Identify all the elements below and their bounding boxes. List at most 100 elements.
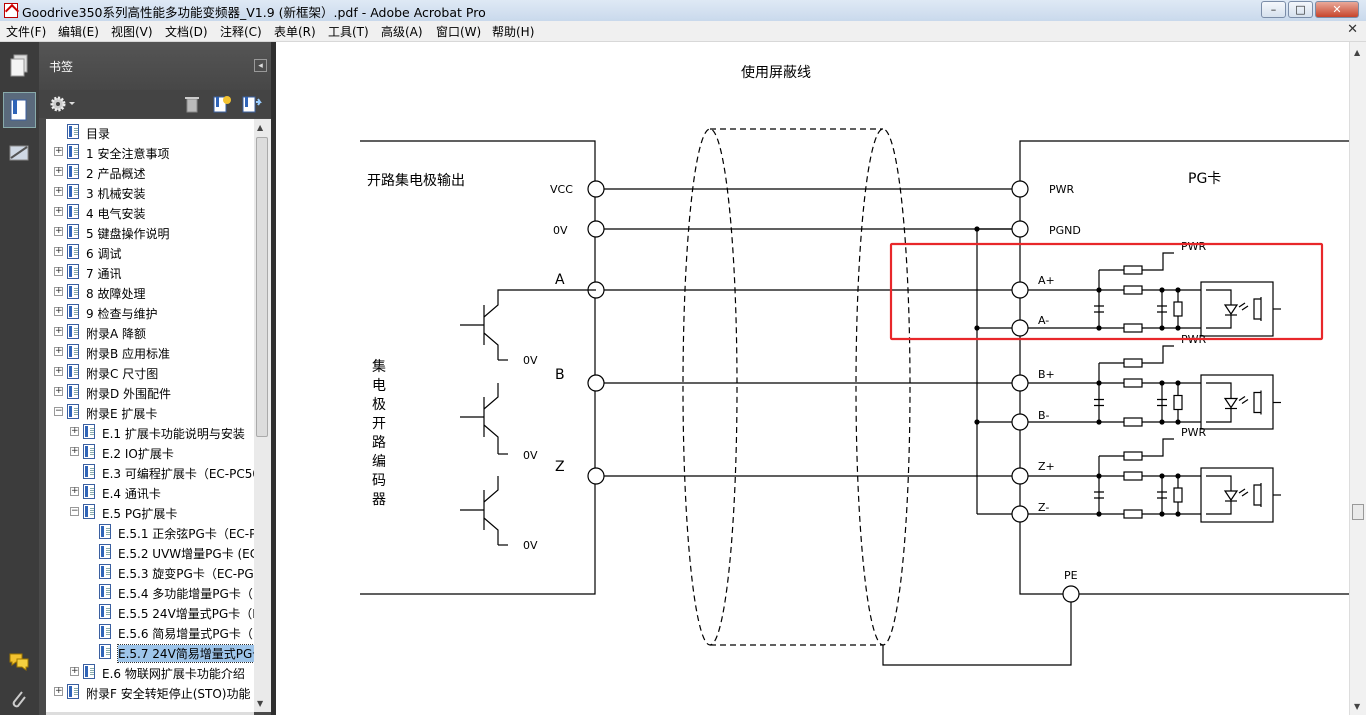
bookmark-item[interactable]: + E.1 扩展卡功能说明与安装 — [46, 422, 254, 442]
expand-icon[interactable]: + — [54, 186, 63, 196]
scroll-down-icon[interactable]: ▼ — [257, 699, 264, 708]
expand-icon[interactable]: + — [54, 266, 63, 276]
minimize-button[interactable]: – — [1261, 1, 1286, 18]
menu-help[interactable]: 帮助(H) — [492, 25, 535, 39]
expand-icon[interactable]: + — [70, 666, 79, 676]
expand-icon[interactable]: + — [54, 306, 63, 316]
bookmark-label[interactable]: 9 检查与维护 — [86, 307, 158, 321]
scroll-up-icon[interactable]: ▲ — [257, 123, 264, 132]
pages-icon[interactable] — [8, 54, 30, 78]
doc-scroll-up-icon[interactable]: ▲ — [1354, 48, 1361, 57]
panel-splitter[interactable] — [271, 42, 276, 715]
bookmark-item[interactable]: +6 调试 — [46, 242, 254, 262]
bookmark-label[interactable]: 4 电气安装 — [86, 207, 146, 221]
close-document-icon[interactable]: ✕ — [1347, 22, 1358, 37]
menu-forms[interactable]: 表单(R) — [274, 25, 316, 39]
bookmark-label[interactable]: 6 调试 — [86, 247, 122, 261]
bookmark-item[interactable]: E.5.3 旋变PG卡（EC-PG504 — [46, 562, 254, 582]
bookmark-label[interactable]: E.5.1 正余弦PG卡（EC-PG — [118, 527, 254, 541]
bookmark-label[interactable]: E.5 PG扩展卡 — [102, 507, 178, 521]
bookmark-label[interactable]: E.5.5 24V增量式PG卡（EC- — [118, 607, 254, 621]
bookmark-label[interactable]: 附录E 扩展卡 — [86, 407, 158, 421]
expand-icon[interactable]: + — [54, 346, 63, 356]
menu-view[interactable]: 视图(V) — [111, 25, 153, 39]
bookmark-item[interactable]: + 附录F 安全转矩停止(STO)功能 — [46, 682, 254, 702]
bookmark-label[interactable]: E.3 可编程扩展卡（EC-PC502 — [102, 467, 254, 481]
attachments-icon[interactable] — [8, 688, 30, 712]
bookmark-item[interactable]: + 附录B 应用标准 — [46, 342, 254, 362]
bookmark-label[interactable]: 7 通讯 — [86, 267, 122, 281]
bookmark-item[interactable]: + E.6 物联网扩展卡功能介绍 — [46, 662, 254, 682]
bookmark-label[interactable]: 附录D 外围配件 — [86, 387, 172, 401]
bookmarks-icon[interactable] — [8, 98, 30, 122]
bookmark-item[interactable]: E.5.2 UVW增量PG卡 (EC-P — [46, 542, 254, 562]
menu-window[interactable]: 窗口(W) — [436, 25, 482, 39]
expand-icon[interactable]: + — [70, 486, 79, 496]
bookmark-label[interactable]: E.5.6 简易增量式PG卡（EC — [118, 627, 254, 641]
menu-document[interactable]: 文档(D) — [165, 25, 208, 39]
menu-comments[interactable]: 注释(C) — [220, 25, 262, 39]
expand-icon[interactable]: + — [54, 206, 63, 216]
expand-icon[interactable]: + — [54, 246, 63, 256]
maximize-button[interactable]: □ — [1288, 1, 1313, 18]
comments-icon[interactable] — [8, 650, 30, 674]
bookmark-label[interactable]: E.5.2 UVW增量PG卡 (EC-P — [118, 547, 254, 561]
bookmark-label[interactable]: 目录 — [86, 127, 111, 141]
bookmark-label[interactable]: 1 安全注意事项 — [86, 147, 170, 161]
bookmarks-hscrollbar[interactable] — [46, 712, 254, 715]
collapse-icon[interactable]: − — [70, 506, 79, 516]
bookmark-item[interactable]: +2 产品概述 — [46, 162, 254, 182]
bookmark-label[interactable]: E.1 扩展卡功能说明与安装 — [102, 427, 245, 441]
bookmark-item[interactable]: + E.2 IO扩展卡 — [46, 442, 254, 462]
bookmark-label[interactable]: E.5.3 旋变PG卡（EC-PG504 — [118, 567, 254, 581]
menu-edit[interactable]: 编辑(E) — [58, 25, 99, 39]
bookmark-item[interactable]: E.5.1 正余弦PG卡（EC-PG — [46, 522, 254, 542]
menu-advanced[interactable]: 高级(A) — [381, 25, 423, 39]
bookmark-label[interactable]: 2 产品概述 — [86, 167, 146, 181]
bookmark-item[interactable]: +8 故障处理 — [46, 282, 254, 302]
bookmark-item[interactable]: − E.5 PG扩展卡 — [46, 502, 254, 522]
bookmark-label[interactable]: 附录A 降额 — [86, 327, 147, 341]
bookmark-label[interactable]: 附录B 应用标准 — [86, 347, 171, 361]
bookmark-item[interactable]: E.5.7 24V简易增量式PG卡 — [46, 642, 254, 663]
bookmark-label[interactable]: E.5.7 24V简易增量式PG卡 — [116, 644, 254, 663]
collapse-icon[interactable]: − — [54, 406, 63, 416]
close-button[interactable]: ✕ — [1315, 1, 1359, 18]
bookmark-label[interactable]: E.5.4 多功能增量PG卡（EC — [118, 587, 254, 601]
bookmark-label[interactable]: E.2 IO扩展卡 — [102, 447, 174, 461]
bookmark-label[interactable]: E.6 物联网扩展卡功能介绍 — [102, 667, 245, 681]
expand-icon[interactable]: + — [54, 286, 63, 296]
bookmark-item[interactable]: − 附录E 扩展卡 — [46, 402, 254, 422]
bookmark-label[interactable]: 附录C 尺寸图 — [86, 367, 159, 381]
bookmark-label[interactable]: 5 键盘操作说明 — [86, 227, 170, 241]
expand-icon[interactable]: + — [54, 686, 63, 696]
bookmark-item[interactable]: E.3 可编程扩展卡（EC-PC502 — [46, 462, 254, 482]
doc-scroll-thumb[interactable] — [1352, 504, 1364, 520]
new-bookmark-icon[interactable] — [212, 95, 232, 113]
bookmark-item[interactable]: +5 键盘操作说明 — [46, 222, 254, 242]
bookmark-item[interactable]: E.5.5 24V增量式PG卡（EC- — [46, 602, 254, 622]
expand-bookmark-icon[interactable] — [241, 95, 263, 113]
bookmark-item[interactable]: 目录 — [46, 122, 254, 142]
expand-icon[interactable]: + — [70, 446, 79, 456]
bookmark-item[interactable]: +3 机械安装 — [46, 182, 254, 202]
bookmark-item[interactable]: E.5.4 多功能增量PG卡（EC — [46, 582, 254, 602]
bookmarks-scrollbar[interactable]: ▲ ▼ — [254, 119, 271, 712]
options-gear-icon[interactable] — [49, 95, 77, 113]
expand-icon[interactable]: + — [70, 426, 79, 436]
bookmark-item[interactable]: + 附录D 外围配件 — [46, 382, 254, 402]
bookmark-label[interactable]: 3 机械安装 — [86, 187, 146, 201]
signatures-icon[interactable] — [8, 142, 30, 166]
bookmark-item[interactable]: + 附录A 降额 — [46, 322, 254, 342]
expand-icon[interactable]: + — [54, 146, 63, 156]
bookmark-item[interactable]: +1 安全注意事项 — [46, 142, 254, 162]
bookmark-item[interactable]: +E.4 通讯卡 — [46, 482, 254, 502]
bookmark-item[interactable]: +附录C 尺寸图 — [46, 362, 254, 382]
bookmark-label[interactable]: 附录F 安全转矩停止(STO)功能 — [86, 687, 251, 701]
delete-bookmark-icon[interactable] — [183, 95, 201, 113]
expand-icon[interactable]: + — [54, 386, 63, 396]
bookmark-item[interactable]: E.5.6 简易增量式PG卡（EC — [46, 622, 254, 642]
expand-icon[interactable]: + — [54, 226, 63, 236]
menu-tools[interactable]: 工具(T) — [328, 25, 369, 39]
expand-icon[interactable]: + — [54, 326, 63, 336]
